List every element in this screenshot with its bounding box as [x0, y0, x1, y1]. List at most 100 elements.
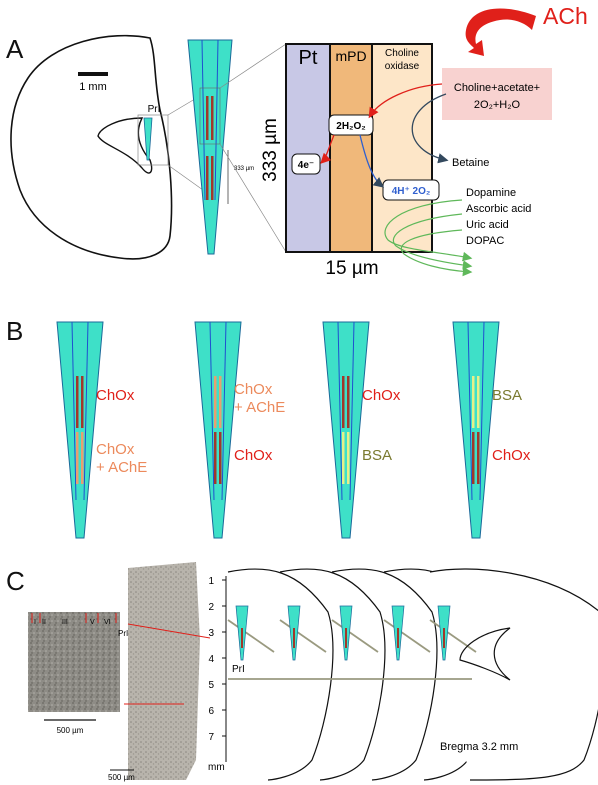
- recording-site: [81, 376, 84, 428]
- scale-bar-label: 1 mm: [79, 81, 107, 93]
- interferent-4: DOPAC: [466, 235, 504, 247]
- recording-site: [81, 432, 84, 484]
- probe-path: [279, 619, 327, 653]
- site-label-bottom: ChOx: [492, 447, 531, 464]
- depth-tick-label: 4: [208, 654, 214, 665]
- brain-section-outline: [10, 34, 173, 260]
- layer-label-3: III: [62, 619, 68, 626]
- arrow-to-products: [359, 134, 385, 188]
- probe-shank: [452, 321, 500, 539]
- probe-trace: [209, 321, 215, 501]
- region-label-c: PrI: [118, 629, 128, 638]
- site-label-bottom: ChOx: [234, 447, 273, 464]
- section-micrograph: [128, 562, 200, 780]
- probe-trace: [467, 321, 473, 501]
- scale-left-label: 500 µm: [57, 726, 84, 735]
- recording-site: [443, 628, 445, 648]
- coronal-section-2: [279, 568, 386, 781]
- layer-label-2: II: [42, 619, 46, 626]
- recording-site: [219, 432, 222, 484]
- h2o2-box: [328, 114, 374, 136]
- bregma-label: Bregma 3.2 mm: [440, 741, 518, 753]
- section-outline: [279, 568, 386, 781]
- recording-site: [342, 376, 345, 428]
- electron-box: [291, 153, 321, 175]
- region-label: PrI: [148, 104, 161, 115]
- repelled-arrow: [400, 229, 473, 277]
- recording-site: [76, 376, 79, 428]
- probe-path: [227, 619, 275, 653]
- mpd-label: mPD: [335, 48, 366, 64]
- ache-arrow: [465, 8, 536, 56]
- recording-site: [293, 628, 295, 648]
- arrow-to-electrons: [320, 134, 335, 164]
- zoom-line: [219, 143, 287, 253]
- layer-label-6: VI: [104, 619, 111, 626]
- site-label-top: ChOx: [362, 387, 401, 404]
- depth-tick-label: 1: [208, 576, 214, 587]
- section-outline: [331, 568, 438, 781]
- repelled-arrow: [384, 199, 473, 262]
- layer-labels: [31, 613, 117, 623]
- recording-site: [477, 376, 480, 428]
- recording-site-top: [206, 96, 209, 140]
- recording-site-bottom: [211, 156, 214, 200]
- recording-site-top: [211, 96, 214, 140]
- choline-oxidase-label-1: Choline: [385, 48, 419, 59]
- recording-site: [219, 376, 222, 428]
- panel-label-c: C: [6, 566, 25, 596]
- depth-tick-label: 7: [208, 732, 214, 743]
- recording-site: [472, 432, 475, 484]
- reaction-line-1: Choline+acetate+: [454, 82, 540, 94]
- probe-trace: [349, 321, 355, 501]
- probe-shank: [194, 321, 242, 539]
- reaction-line-2: 2O₂+H₂O: [474, 99, 521, 111]
- probe-path: [383, 619, 431, 653]
- coronal-section-1: [227, 568, 334, 781]
- depth-tick-label: 6: [208, 706, 214, 717]
- recording-site-bottom: [206, 156, 209, 200]
- recording-site: [345, 628, 347, 648]
- choline-oxidase-layer: [371, 43, 433, 253]
- probe-zoom: [187, 39, 233, 255]
- section-zoom-box: [137, 114, 169, 166]
- betaine-label: Betaine: [452, 157, 489, 169]
- mpd-layer: [329, 43, 373, 253]
- site-label-bottom: + AChE: [96, 459, 147, 476]
- probe-trace: [71, 321, 77, 501]
- repelled-arrow: [392, 213, 473, 270]
- coronal-sections: [227, 568, 598, 781]
- interferent-1: Dopamine: [466, 187, 516, 199]
- depth-tick-label: 3: [208, 628, 214, 639]
- recording-site: [347, 376, 350, 428]
- ache-label: AChE: [500, 34, 530, 60]
- site-label-top: + AChE: [234, 399, 285, 416]
- scale-mid-label: 500 µm: [108, 773, 135, 782]
- recording-site: [342, 432, 345, 484]
- width-label: 15 µm: [325, 258, 378, 279]
- section-outline: [429, 568, 598, 781]
- layer-label-5: V: [90, 619, 95, 626]
- panel-label-a: A: [6, 34, 24, 64]
- recording-site: [397, 628, 399, 648]
- probe-track: [127, 623, 211, 639]
- recording-site: [477, 432, 480, 484]
- site-label-bottom: BSA: [362, 447, 392, 464]
- choline-oxidase-label-2: oxidase: [385, 61, 420, 72]
- arrow-to-betaine: [411, 93, 449, 164]
- pt-label: Pt: [299, 47, 318, 69]
- depth-tick-label: 2: [208, 602, 214, 613]
- probe-shank: [56, 321, 104, 539]
- region-label-right: PrI: [232, 664, 245, 675]
- ventricle-outline: [97, 117, 153, 174]
- electron-label: 4e⁻: [298, 160, 314, 171]
- site-label-bottom: ChOx: [96, 441, 135, 458]
- interferent-2: Ascorbic acid: [466, 203, 531, 215]
- probe-path: [331, 619, 379, 653]
- coronal-section-5: [429, 568, 598, 781]
